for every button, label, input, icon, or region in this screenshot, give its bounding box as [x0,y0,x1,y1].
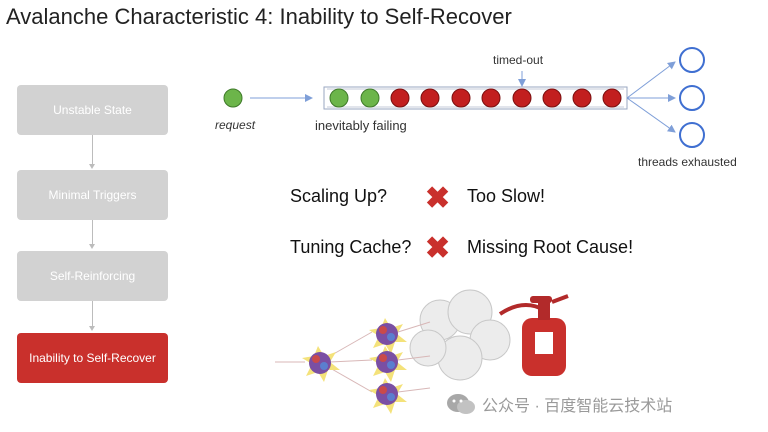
watermark-text: 公众号 · 百度智能云技术站 [482,398,673,415]
step-self-reinforcing: Self-Reinforcing [17,251,168,301]
queue-request-failing [542,88,562,108]
thread-arrow [626,61,676,99]
queue-request-failing [481,88,501,108]
queue-request-failing [390,88,410,108]
wechat-icon [447,394,475,414]
fire-extinguisher-icon [498,294,569,376]
queue-request-failing [512,88,532,108]
flow-arrowhead [89,244,95,249]
cross-icon: ✖ [425,232,451,265]
flow-arrowhead [89,326,95,331]
watermark: 公众号 · 百度智能云技术站 [446,392,672,416]
queue-request-failing [572,88,592,108]
nucleus-cluster [369,378,407,414]
question-scaling-up: Scaling Up? [290,186,388,206]
queue-request-failing [602,88,622,108]
cross-icon: ✖ [425,182,451,215]
thread-circle [679,85,705,111]
flow-connector [92,301,93,327]
flow-connector [92,220,93,245]
question-tuning-cache: Tuning Cache? [290,237,412,257]
timeout-label: timed-out [493,53,544,67]
thread-circle [679,122,705,148]
thread-arrow [626,97,676,133]
nucleus-cluster [369,318,407,354]
queue-request-failing [420,88,440,108]
request-label: request [215,118,256,132]
failing-label: inevitably failing [315,118,407,133]
queue-request-ok [360,88,380,108]
threads-label: threads exhausted [638,155,737,169]
step-inability-to-self-recover: Inability to Self-Recover [17,333,168,383]
answer-too-slow: Too Slow! [467,186,546,206]
step-unstable-state: Unstable State [17,85,168,135]
nucleus-cluster [369,346,407,382]
particle-trails [275,321,431,393]
nucleus-cluster [302,346,340,382]
step-minimal-triggers: Minimal Triggers [17,170,168,220]
queue-request-ok [329,88,349,108]
queue-request-failing [451,88,471,108]
page-title: Avalanche Characteristic 4: Inability to… [6,4,512,29]
cloud-illustration [409,289,511,381]
request-dot [223,88,243,108]
thread-circle [679,47,705,73]
flow-arrowhead [89,164,95,169]
flow-connector [92,135,93,165]
answer-missing-root-cause: Missing Root Cause! [467,237,634,257]
